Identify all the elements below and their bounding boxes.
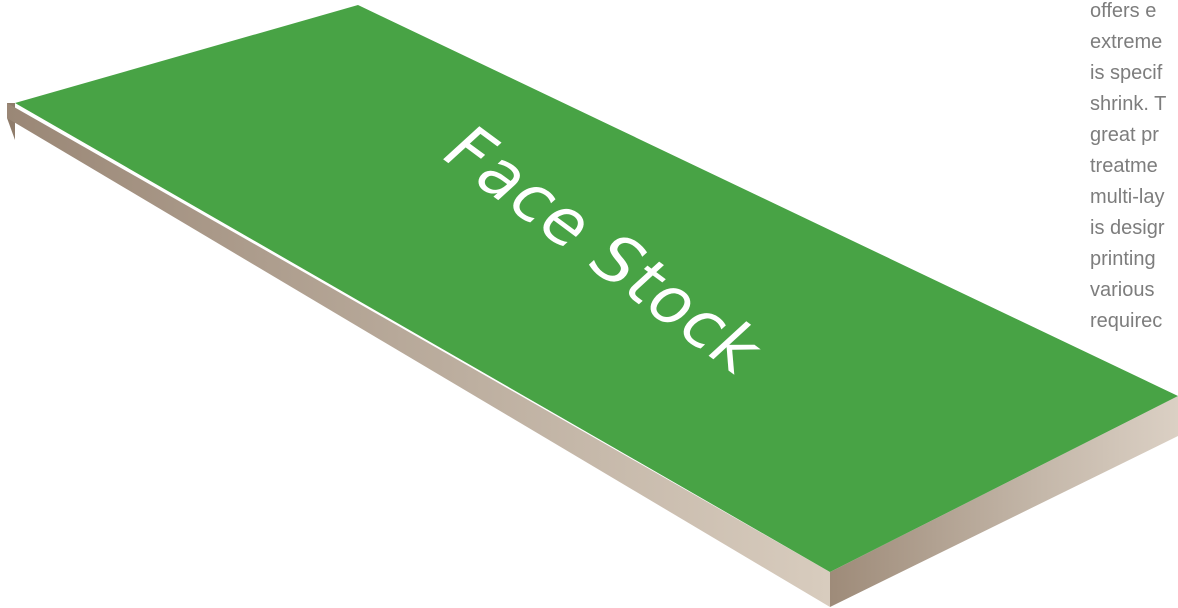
face-stock-slab: Face Stock bbox=[0, 0, 1178, 608]
diagram-stage: offers e extreme is specif shrink. T gre… bbox=[0, 0, 1178, 608]
